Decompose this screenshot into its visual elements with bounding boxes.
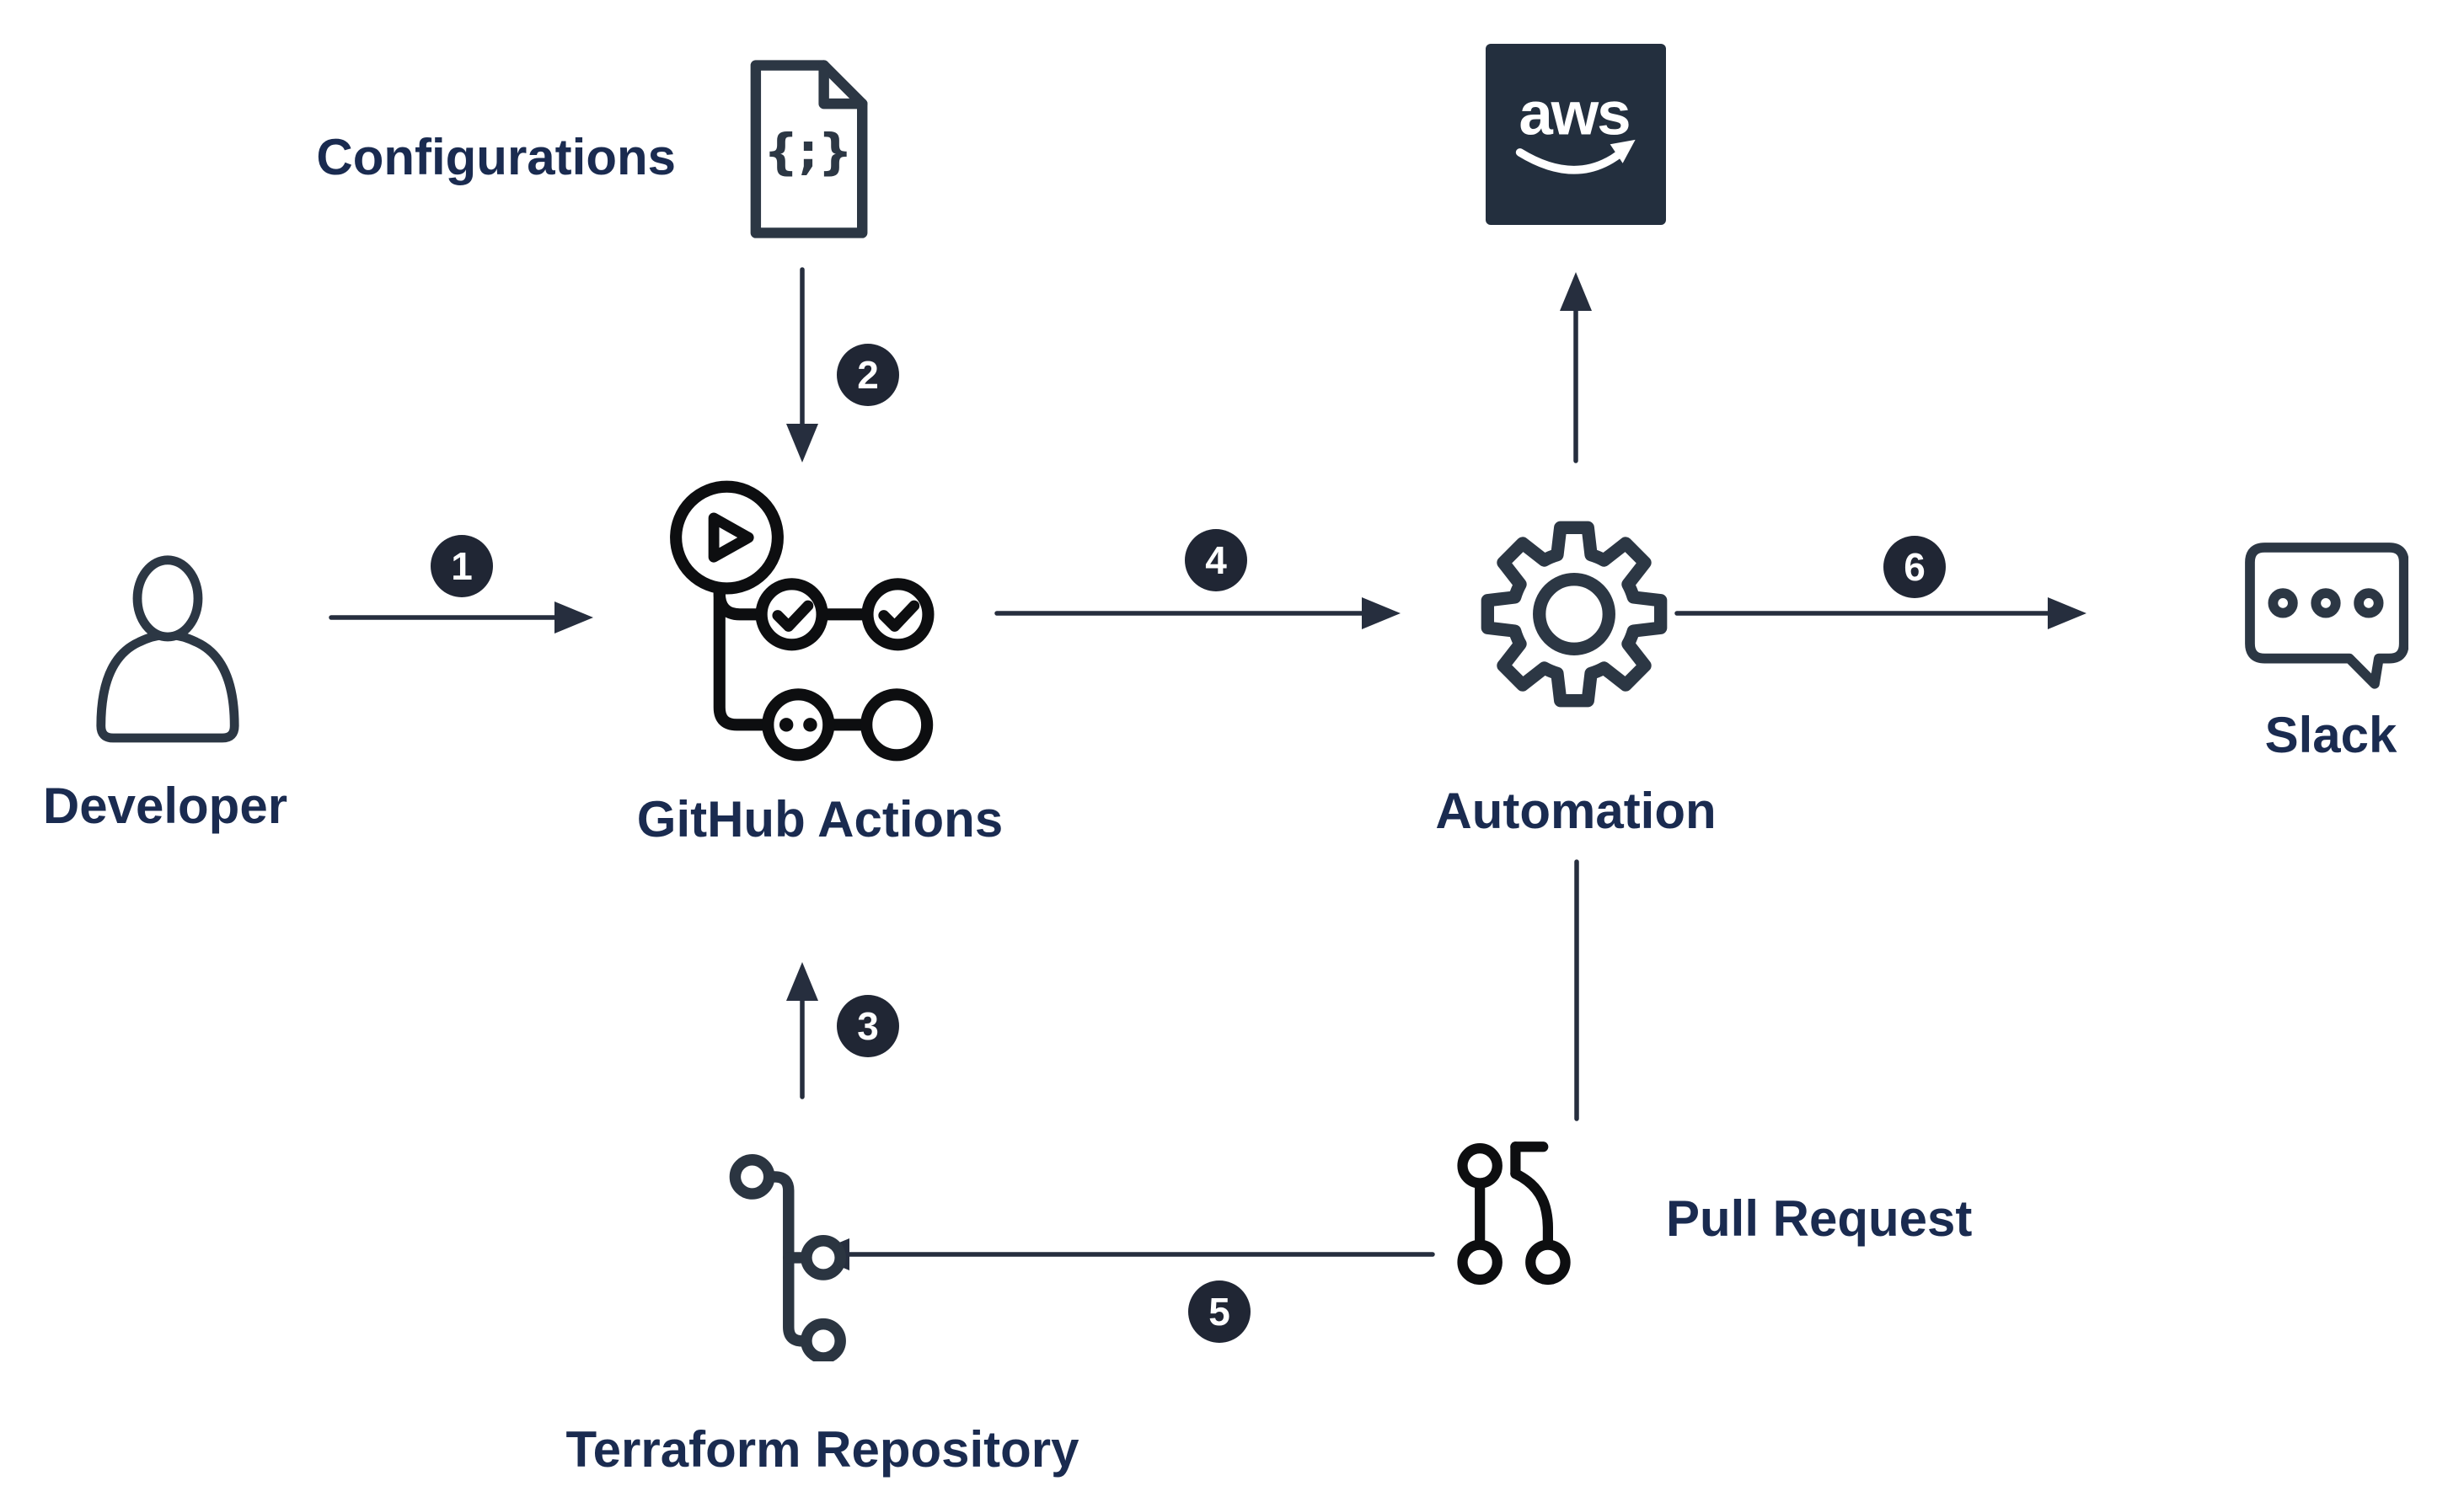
- arrowhead-down-2: [786, 424, 818, 462]
- step-badge-1: 1: [431, 535, 493, 597]
- config-file-icon: {;}: [750, 60, 868, 238]
- step-badge-6: 6: [1883, 536, 1946, 598]
- slack-label: Slack: [2264, 707, 2397, 763]
- slack-node: [2243, 537, 2408, 691]
- terraform-repository-node: [723, 1151, 885, 1361]
- slack-chat-icon: [2245, 543, 2408, 689]
- arrowhead-right-6: [2048, 597, 2086, 629]
- pull-request-label: Pull Request: [1666, 1190, 1973, 1247]
- step-badge-2: 2: [837, 344, 899, 406]
- step-badge-5: 5: [1188, 1280, 1251, 1343]
- terraform-repo-branch-icon: [729, 1154, 846, 1361]
- config-file-glyph: {;}: [763, 123, 853, 180]
- automation-node: [1475, 509, 1674, 719]
- github-actions-icon: [670, 480, 935, 762]
- arrowhead-up-aws: [1560, 272, 1592, 311]
- developer-icon: [96, 555, 239, 743]
- pull-request-icon: [1457, 1141, 1571, 1286]
- automation-label: Automation: [1435, 783, 1717, 839]
- arrowhead-up-3: [786, 962, 818, 1001]
- aws-smile-arrow: [1610, 139, 1636, 163]
- step-badge-4: 4: [1185, 529, 1247, 591]
- arrowhead-right-4: [1362, 597, 1401, 629]
- automation-gear-icon: [1481, 521, 1668, 708]
- pull-request-node: [1454, 1137, 1613, 1292]
- configurations-label: Configurations: [316, 129, 676, 185]
- terraform-repository-label: Terraform Repository: [565, 1421, 1079, 1478]
- developer-node: [87, 546, 249, 748]
- github-actions-label: GitHub Actions: [636, 791, 1004, 847]
- aws-node: aws: [1486, 44, 1666, 225]
- github-actions-node: [664, 480, 945, 762]
- step-badge-3: 3: [837, 995, 899, 1057]
- developer-label: Developer: [42, 778, 288, 834]
- aws-logo-text: aws: [1519, 80, 1629, 148]
- configurations-node: {;}: [738, 51, 878, 247]
- arrowhead-right-1: [554, 601, 593, 634]
- aws-logo-icon: aws: [1515, 80, 1636, 174]
- aws-smile-curve: [1515, 148, 1624, 174]
